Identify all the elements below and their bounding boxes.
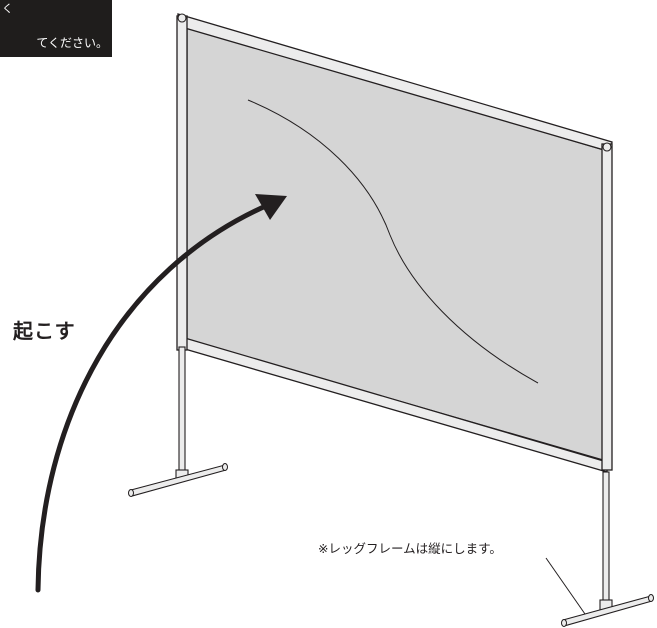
right-foot-cap-right	[648, 594, 654, 602]
note-line-2: てください。	[36, 36, 108, 50]
leg-note-leader-line	[545, 557, 586, 615]
right-leg-pole	[602, 471, 610, 608]
corner-joint-top-left	[177, 13, 187, 23]
right-foot-cap-left	[561, 619, 567, 627]
screen-curve	[247, 99, 539, 384]
raise-label: 起こす	[13, 319, 76, 343]
note-line-1: く	[2, 2, 13, 15]
left-foot-cap-right	[222, 463, 228, 471]
screen-surface	[186, 25, 605, 461]
left-leg-pole	[178, 346, 186, 478]
left-foot-cap-left	[128, 489, 134, 497]
raise-arrow	[35, 202, 271, 593]
leg-frame-note: ※レッグフレームは縦にします。	[318, 541, 502, 556]
corner-joint-top-right	[602, 142, 612, 152]
instruction-note-box: く てください。	[0, 0, 112, 57]
raise-arrow-head	[255, 194, 287, 220]
right-frame-upright	[601, 143, 613, 471]
left-frame-upright	[176, 15, 188, 351]
